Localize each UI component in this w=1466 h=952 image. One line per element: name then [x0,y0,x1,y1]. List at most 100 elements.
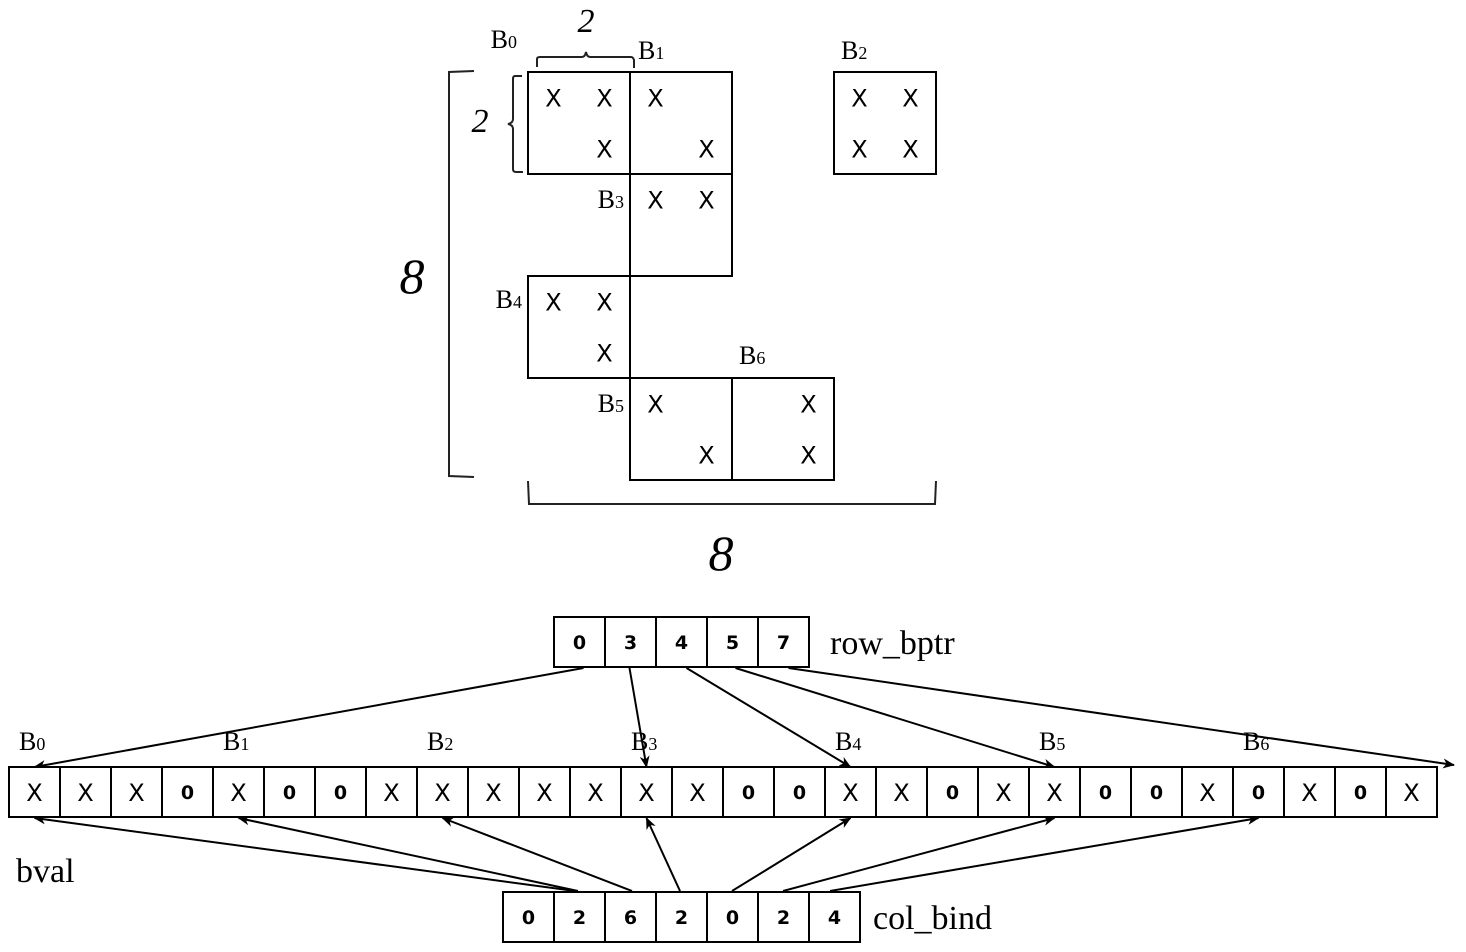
block-outline [527,275,631,379]
zero-value: 0 [181,782,194,804]
nonzero-entry: X [596,289,612,317]
nonzero-entry: X [545,85,561,113]
array-cell: 2 [757,891,810,943]
array-cell: X [365,766,418,818]
nonzero-value: X [893,779,909,807]
array-cell: X [416,766,469,818]
bval-block-label-4: B4 [835,727,861,756]
nonzero-value: X [638,779,654,807]
block-label: B2 [841,36,867,65]
nonzero-entry: X [800,391,816,419]
array-cell: X [110,766,163,818]
zero-value: 0 [946,782,959,804]
rows-size-label: 8 [400,248,425,304]
array-cell: 2 [655,891,708,943]
array-cell: 2 [553,891,606,943]
cols-size-label: 8 [709,525,734,581]
nonzero-entry: X [647,187,663,215]
nonzero-value: X [434,779,450,807]
bval-block-label-1: B1 [223,727,249,756]
nonzero-entry: X [800,442,816,470]
zero-value: 0 [742,782,755,804]
array-cell: 0 [161,766,214,818]
nonzero-value: X [689,779,705,807]
array-cell: 4 [808,891,861,943]
nonzero-value: X [1046,779,1062,807]
array-cell: 0 [722,766,775,818]
zero-value: 0 [283,782,296,804]
array-cell: 0 [1232,766,1285,818]
array-cell: X [977,766,1030,818]
array-cell: X [518,766,571,818]
zero-value: 6 [624,907,637,929]
bval-block-label-3: B3 [631,727,657,756]
nonzero-value: X [1199,779,1215,807]
row-bptr-arrow [33,667,584,770]
nonzero-value: X [77,779,93,807]
block-label: B5 [598,389,624,418]
array-cell: 0 [926,766,979,818]
array-cell: 6 [604,891,657,943]
array-cell: X [1181,766,1234,818]
zero-value: 0 [1354,782,1367,804]
bval-block-label-5: B5 [1039,727,1065,756]
array-cell: X [59,766,112,818]
row-bptr-label: row_bptr [830,625,955,662]
array-cell: 0 [502,891,555,943]
array-cell: X [1385,766,1438,818]
array-cell: 0 [263,766,316,818]
matrix-block-5: X X B5 [598,377,733,481]
col-bind-arrow [441,817,633,892]
block-outline [629,71,733,175]
nonzero-entry: X [698,442,714,470]
zero-value: 2 [777,907,790,929]
bval-block-label-0: B0 [19,727,45,756]
block-label: B1 [638,36,664,65]
bval-block-label-6: B6 [1243,727,1269,756]
cols-bracket [527,480,937,505]
block-cols-brace [536,51,635,68]
array-cell: 3 [604,616,657,668]
nonzero-value: X [26,779,42,807]
row-bptr-arrow [685,667,852,768]
zero-value: 0 [793,782,806,804]
col-bind-arrow [237,815,579,892]
nonzero-entry: X [647,391,663,419]
zero-value: 0 [1099,782,1112,804]
nonzero-entry: X [545,289,561,317]
block-rows-brace [507,75,523,173]
zero-value: 0 [573,632,586,654]
nonzero-entry: X [698,187,714,215]
array-cell: X [569,766,622,818]
block-cols-size-label: 2 [578,3,595,40]
col-bind-arrow [829,814,1260,892]
rows-bracket [448,70,475,478]
nonzero-value: X [485,779,501,807]
array-cell: 0 [773,766,826,818]
nonzero-value: X [587,779,603,807]
zero-value: 0 [726,907,739,929]
nonzero-value: X [842,779,858,807]
nonzero-entry: X [596,340,612,368]
col-bind-arrow [645,817,681,892]
nonzero-entry: X [851,136,867,164]
block-outline [527,71,631,175]
array-cell: X [875,766,928,818]
zero-value: 0 [1150,782,1163,804]
array-cell: 0 [706,891,759,943]
nonzero-value: X [230,779,246,807]
zero-value: 7 [777,632,790,654]
row-bptr-arrow [735,667,1056,769]
pointer-arrows [33,667,1455,892]
array-cell: 0 [1334,766,1387,818]
array-cell: 7 [757,616,810,668]
zero-value: 4 [675,632,688,654]
zero-value: 4 [828,907,841,929]
array-cell: 4 [655,616,708,668]
